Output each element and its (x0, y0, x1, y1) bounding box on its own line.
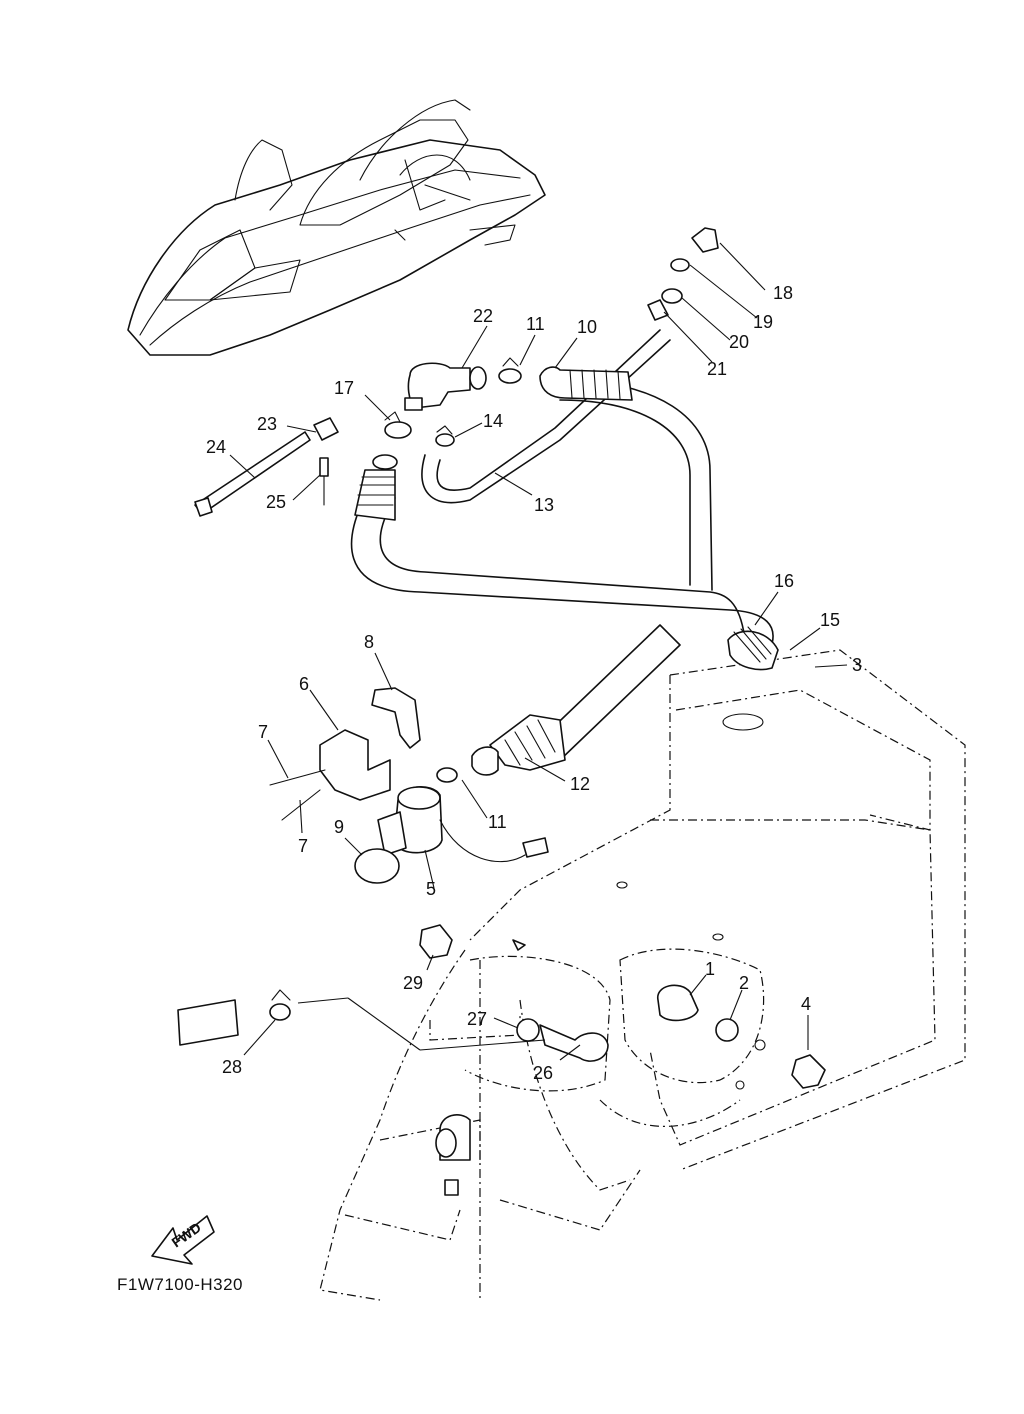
callout-4: 4 (801, 994, 811, 1014)
hose-12 (471, 624, 681, 776)
watercraft-illustration (127, 99, 546, 356)
callout-3: 3 (852, 655, 862, 675)
callout-8: 8 (364, 632, 374, 652)
callout-27: 27 (467, 1009, 487, 1029)
callout-6: 6 (299, 674, 309, 694)
callout-1: 1 (705, 959, 715, 979)
callout-14: 14 (483, 411, 503, 431)
callout-labels: 1 2 3 4 5 6 7 7 8 9 10 11 11 12 13 14 15… (206, 283, 862, 1083)
fwd-direction-arrow: FWD (151, 1215, 215, 1265)
callout-22: 22 (473, 306, 493, 326)
hose-16 (350, 379, 779, 671)
callout-29: 29 (403, 973, 423, 993)
callout-16: 16 (774, 571, 794, 591)
callout-21: 21 (707, 359, 727, 379)
callout-28: 28 (222, 1057, 242, 1077)
callout-13: 13 (534, 495, 554, 515)
callout-11-upper: 11 (526, 314, 545, 334)
callout-15: 15 (820, 610, 840, 630)
callout-23: 23 (257, 414, 277, 434)
callout-12: 12 (570, 774, 590, 794)
hull-fittings (177, 924, 826, 1089)
drawing-code: F1W7100-H320 (117, 1275, 243, 1294)
callout-26: 26 (533, 1063, 553, 1083)
callout-19: 19 (753, 312, 773, 332)
upper-fittings (354, 329, 671, 521)
tie-wrap-parts (194, 417, 339, 517)
callout-25: 25 (266, 492, 286, 512)
bilge-pump-bracket (269, 687, 421, 821)
callout-10: 10 (577, 317, 597, 337)
callout-20: 20 (729, 332, 749, 352)
fittings-18-21 (647, 227, 719, 321)
callout-17: 17 (334, 378, 354, 398)
callout-2: 2 (739, 973, 749, 993)
callout-11-lower: 11 (488, 812, 507, 832)
callout-7-upper: 7 (258, 722, 268, 742)
leader-lines (229, 242, 848, 1061)
callout-18: 18 (773, 283, 793, 303)
bilge-pump (354, 767, 549, 884)
hull-compartment (319, 649, 966, 1301)
callout-7-lower: 7 (298, 836, 308, 856)
callout-24: 24 (206, 437, 226, 457)
callout-5: 5 (426, 879, 436, 899)
callout-9: 9 (334, 817, 344, 837)
